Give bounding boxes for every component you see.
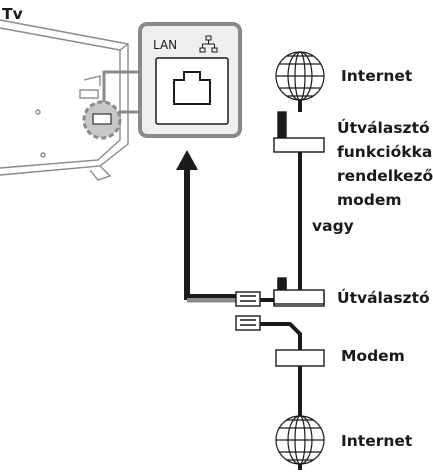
globe-icon [275, 415, 325, 465]
globe-icon [275, 51, 325, 101]
zoom-lines [102, 70, 140, 114]
network-icon [199, 35, 218, 53]
router-modem-device [273, 111, 325, 170]
or-label: vagy [312, 217, 354, 235]
router-modem-label-line3: rendelkező [337, 167, 433, 185]
modem-device [275, 349, 325, 367]
tv-label: Tv [2, 5, 23, 23]
router-modem-label-line2: funkciókkal [337, 143, 433, 161]
tv-port-highlight [82, 100, 122, 140]
rj45-plug-icon [235, 291, 261, 307]
router-modem-label-line1: Útválasztó [337, 119, 430, 137]
ethernet-port-icon [173, 71, 211, 105]
tv-back-panel [0, 19, 129, 181]
upward-arrow [176, 150, 198, 300]
router-device-lower [273, 281, 325, 305]
internet-top-label: Internet [341, 67, 413, 85]
lan-label: LAN [153, 38, 178, 52]
router-label: Útválasztó [337, 289, 430, 307]
internet-bottom-label: Internet [341, 432, 413, 450]
rj45-plug-icon [235, 315, 261, 331]
router-modem-label-line4: modem [337, 191, 402, 209]
modem-label: Modem [341, 347, 405, 365]
